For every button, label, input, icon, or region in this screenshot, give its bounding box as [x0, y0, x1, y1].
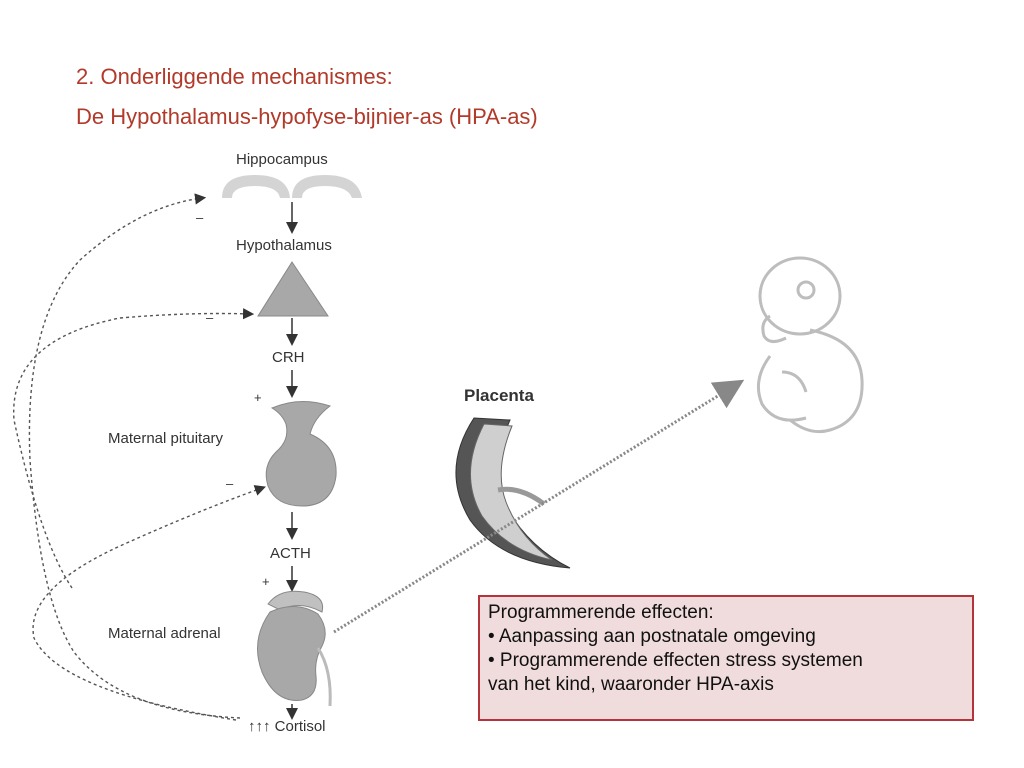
acth-label: ACTH	[270, 545, 311, 562]
ureter-shape	[318, 648, 330, 706]
pituitary-shape	[266, 401, 336, 506]
placenta-label: Placenta	[464, 386, 534, 405]
callout-bullet-2-continued: van het kind, waaronder HPA-axis	[488, 673, 964, 697]
hippocampus-shape	[222, 175, 362, 198]
cortisol-label: ↑↑↑ Cortisol	[248, 718, 326, 735]
crh-label: CRH	[272, 349, 305, 366]
feedback-loop-hypothalamus	[14, 314, 250, 589]
plus-sign-crh: +	[254, 390, 262, 405]
minus-sign-pituitary: –	[226, 476, 234, 491]
minus-sign-hypothalamus: –	[206, 310, 214, 325]
minus-sign-hippocampus: –	[196, 210, 204, 225]
hypothalamus-label: Hypothalamus	[236, 237, 332, 254]
adrenal-label: Maternal adrenal	[108, 625, 221, 642]
callout-bullet-2: • Programmerende effecten stress systeme…	[488, 649, 964, 673]
callout-heading: Programmerende effecten:	[488, 601, 964, 625]
callout-bullet-1: • Aanpassing aan postnatale omgeving	[488, 625, 964, 649]
plus-sign-acth: +	[262, 574, 270, 589]
kidney-shape	[258, 606, 326, 700]
programming-effects-callout: Programmerende effecten: • Aanpassing aa…	[478, 595, 974, 721]
fetus-illustration	[758, 258, 862, 432]
hypothalamus-triangle	[258, 262, 328, 316]
hippocampus-label: Hippocampus	[236, 151, 328, 168]
pituitary-label: Maternal pituitary	[108, 430, 224, 447]
feedback-loop-pituitary	[33, 488, 262, 720]
